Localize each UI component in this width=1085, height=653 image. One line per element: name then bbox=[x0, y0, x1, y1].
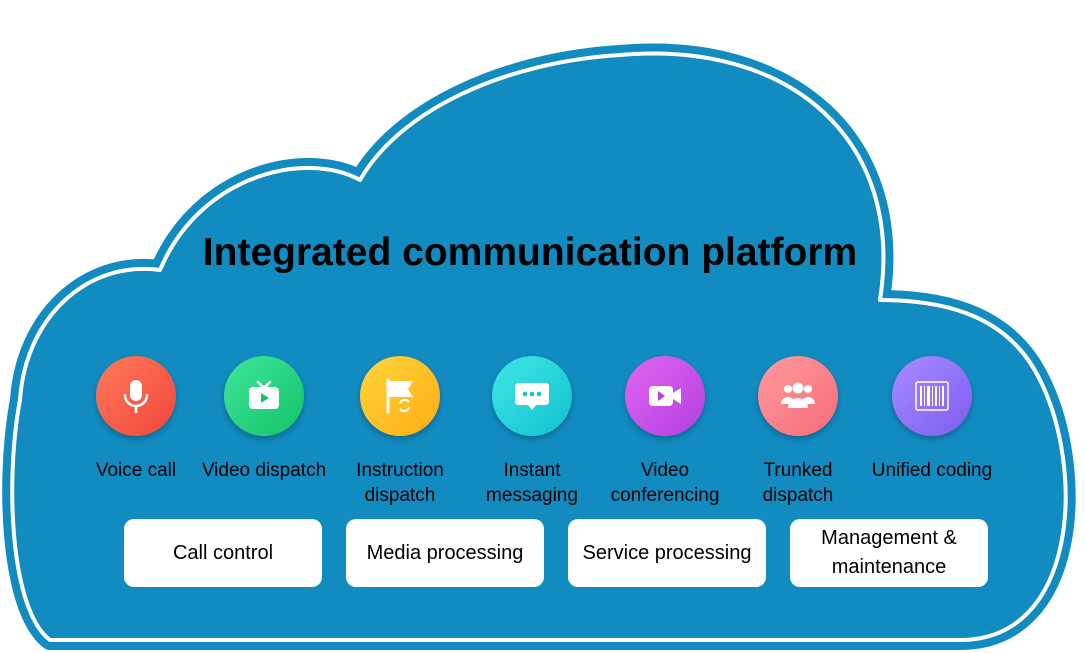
cloud-inner-outline bbox=[10, 51, 1068, 642]
module-service-processing: Service processing bbox=[568, 519, 766, 587]
service-voice-call: Voice call bbox=[71, 356, 201, 483]
service-video-dispatch: Video dispatch bbox=[199, 356, 329, 483]
video-camera-icon bbox=[649, 386, 681, 406]
module-media-processing: Media processing bbox=[346, 519, 544, 587]
service-trunked-dispatch: Trunked dispatch bbox=[733, 356, 863, 508]
video-conferencing-icon-tile bbox=[625, 356, 705, 436]
unified-coding-label: Unified coding bbox=[871, 460, 993, 481]
instruction-dispatch-icon-tile bbox=[360, 356, 440, 436]
trunked-dispatch-label: Trunked dispatch bbox=[762, 460, 834, 506]
trunked-dispatch-icon-tile bbox=[758, 356, 838, 436]
barcode-icon bbox=[915, 381, 949, 411]
unified-coding-icon-tile bbox=[892, 356, 972, 436]
service-instruction-dispatch: Instruction dispatch bbox=[335, 356, 465, 508]
tv-icon bbox=[249, 380, 279, 409]
group-icon bbox=[781, 382, 815, 408]
module-management-maintenance: Management & maintenance bbox=[790, 519, 988, 587]
service-video-conferencing: Video conferencing bbox=[600, 356, 730, 508]
voice-call-icon-tile bbox=[96, 356, 176, 436]
platform-title: Integrated communication platform bbox=[202, 231, 858, 274]
voice-call-label: Voice call bbox=[95, 460, 177, 481]
chat-bubble-icon bbox=[515, 383, 549, 410]
service-instant-messaging: Instant messaging bbox=[467, 356, 597, 508]
video-conferencing-label: Video conferencing bbox=[610, 460, 720, 506]
microphone-icon bbox=[123, 380, 149, 414]
instruction-dispatch-label: Instruction dispatch bbox=[356, 460, 444, 506]
module-call-control: Call control bbox=[124, 519, 322, 587]
video-dispatch-icon-tile bbox=[224, 356, 304, 436]
video-dispatch-label: Video dispatch bbox=[201, 460, 327, 481]
instant-messaging-label: Instant messaging bbox=[486, 460, 578, 506]
service-unified-coding: Unified coding bbox=[867, 356, 997, 483]
flag-icon bbox=[386, 378, 413, 414]
instant-messaging-icon-tile bbox=[492, 356, 572, 436]
